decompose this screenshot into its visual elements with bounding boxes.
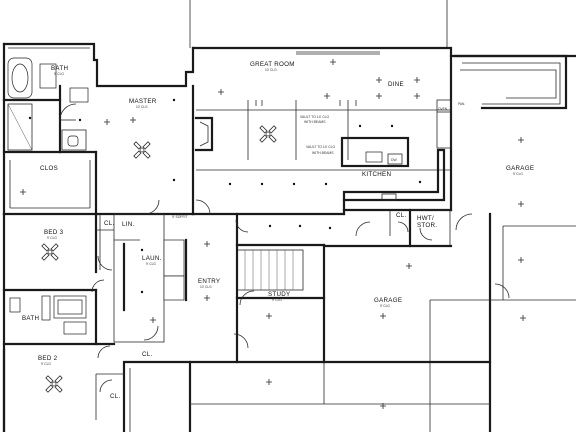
label-cl-bed3: CL. (104, 220, 115, 227)
fan-bed2 (45, 375, 63, 393)
label-stor: STOR. (417, 222, 437, 229)
sublabel-entry: 10' CLG (200, 285, 212, 289)
label-bath-master: BATH (51, 65, 68, 72)
note-vault-1b: WITH BEAMS (304, 120, 326, 124)
sublabel-bed3: 9' CLG (47, 236, 57, 240)
bath2-vanity (63, 321, 87, 335)
label-study: STUDY (268, 291, 290, 298)
sublabel-garage-right: 9' CLG (513, 172, 523, 176)
sublabel-bath-master: 9' CLG (54, 72, 64, 76)
bedrooms (2, 212, 124, 420)
label-cl-mid: CL. (142, 351, 153, 358)
dishwasher (387, 153, 403, 165)
label-cl-kitchen: CL. (396, 212, 407, 219)
label-entry: ENTRY (198, 278, 220, 285)
island-sink (365, 151, 383, 163)
kitchen-island (340, 136, 410, 168)
label-oven: OVEN (438, 107, 448, 111)
sublabel-bed2: 9' CLG (41, 362, 51, 366)
label-laun: LAUN. (142, 255, 162, 262)
laundry-appliances (163, 239, 185, 277)
note-vault-2: VAULT TO 14' CLG (306, 145, 336, 149)
label-clos: CLOS (40, 165, 58, 172)
note-vault-1: VAULT TO 14' CLG (300, 115, 330, 119)
fan-great-room (259, 125, 277, 143)
toilet (67, 135, 79, 147)
plan-notes: VAULT TO 14' CLG WITH BEAMS VAULT TO 14'… (172, 115, 397, 219)
fan-bed3 (41, 243, 59, 261)
sublabel-garage-center: 9' CLG (380, 304, 390, 308)
note-soffit: 9' SOFFIT (172, 215, 188, 219)
light-symbol (20, 59, 526, 409)
sublabel-study: 9' CLG (272, 298, 282, 302)
bath2-toilet (9, 297, 21, 313)
label-great-room: GREAT ROOM (250, 61, 295, 68)
label-lin: LIN. (122, 221, 135, 228)
doors (91, 199, 510, 393)
sink (69, 87, 89, 103)
label-dine: DINE (388, 81, 404, 88)
cooktop (381, 193, 397, 201)
label-bed3: BED 3 (44, 229, 64, 236)
label-kitchen: KITCHEN (362, 171, 391, 178)
label-bed2: BED 2 (38, 355, 58, 362)
label-bath2: BATH (22, 315, 39, 322)
label-pan: PAN. (458, 102, 465, 106)
recessed-dots (28, 98, 422, 294)
room-labels: BATH 9' CLG MASTER 10' CLG CLOS GREAT RO… (22, 61, 534, 400)
sublabel-master: 10' CLG (136, 105, 148, 109)
note-vault-2b: WITH BEAMS (312, 151, 334, 155)
shower (7, 103, 33, 151)
great-room-kitchen (194, 51, 453, 216)
sublabel-great-room: 10' CLG (265, 68, 277, 72)
ceiling-fans (41, 125, 277, 393)
label-master: MASTER (129, 98, 157, 105)
label-hwt: HWT/ (417, 215, 434, 222)
label-garage-center: GARAGE (374, 297, 402, 304)
sublabel-laun: 9' CLG (146, 262, 156, 266)
vanity (39, 63, 57, 89)
center-rooms (113, 208, 453, 364)
label-cl-bed2: CL. (110, 393, 121, 400)
note-dw: DW (391, 158, 397, 162)
fan-master (133, 141, 151, 159)
master-suite (2, 47, 98, 216)
label-garage-right: GARAGE (506, 165, 534, 172)
ceiling-lights (20, 59, 526, 409)
